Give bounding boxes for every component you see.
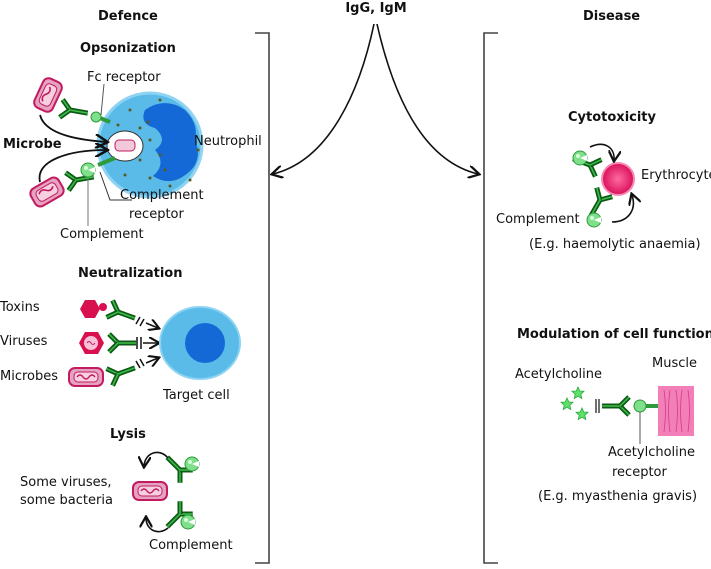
microbes-label: Microbes (0, 369, 59, 384)
arrow-to-disease (376, 23, 478, 174)
complement-label-cyto: Complement (496, 212, 580, 227)
erythrocyte (601, 162, 635, 196)
erythrocyte-label: Erythrocyte (641, 168, 711, 183)
target-cell (159, 306, 241, 380)
muscle-tissue (658, 386, 694, 436)
disease-title: Disease (583, 9, 641, 24)
microbe-bottom (27, 174, 67, 210)
complement-label-opson: Complement (60, 227, 144, 242)
target-cell-label: Target cell (163, 388, 230, 403)
lysis-targets-line1: Some viruses, (20, 475, 112, 490)
cytotoxicity-example: (E.g. haemolytic anaemia) (529, 237, 701, 252)
microbe-label: Microbe (3, 137, 62, 152)
lysis-targets-line2: some bacteria (20, 493, 113, 508)
complement-receptor-label-1: Complement (120, 188, 204, 203)
disease-bracket (483, 32, 498, 564)
acetylcholine-receptor-label-1: Acetylcholine (608, 445, 696, 460)
center-title: IgG, IgM (345, 1, 407, 16)
microbe-top (31, 75, 65, 115)
cytotoxicity-title: Cytotoxicity (568, 110, 656, 125)
muscle-label: Muscle (652, 356, 697, 371)
complement-receptor-label-2: receptor (129, 207, 184, 222)
fc-receptor-label: Fc receptor (87, 70, 161, 85)
complement-label-lysis: Complement (149, 538, 233, 553)
defence-title: Defence (98, 9, 158, 24)
neutrophil-cell (96, 91, 204, 199)
modulation-title: Modulation of cell function (517, 327, 711, 342)
antibody-fc (60, 100, 90, 122)
acetylcholine-receptor-label-2: receptor (612, 465, 667, 480)
neutrophil-label: Neutrophil (194, 134, 262, 149)
arrow-to-defence (273, 23, 375, 174)
modulation-example: (E.g. myasthenia gravis) (538, 489, 698, 504)
neutralization-title: Neutralization (78, 266, 183, 281)
complement-opson (80, 162, 96, 178)
lysis-title: Lysis (110, 427, 146, 442)
viruses-label: Viruses (0, 334, 48, 349)
toxin-icon (80, 300, 107, 318)
virus-icon (79, 332, 104, 354)
acetylcholine-label: Acetylcholine (515, 367, 603, 382)
defence-bracket (255, 32, 270, 564)
microbe-lysis (132, 481, 168, 501)
microbe-neutral (68, 367, 104, 387)
opsonization-title: Opsonization (80, 41, 176, 56)
toxins-label: Toxins (0, 300, 40, 315)
